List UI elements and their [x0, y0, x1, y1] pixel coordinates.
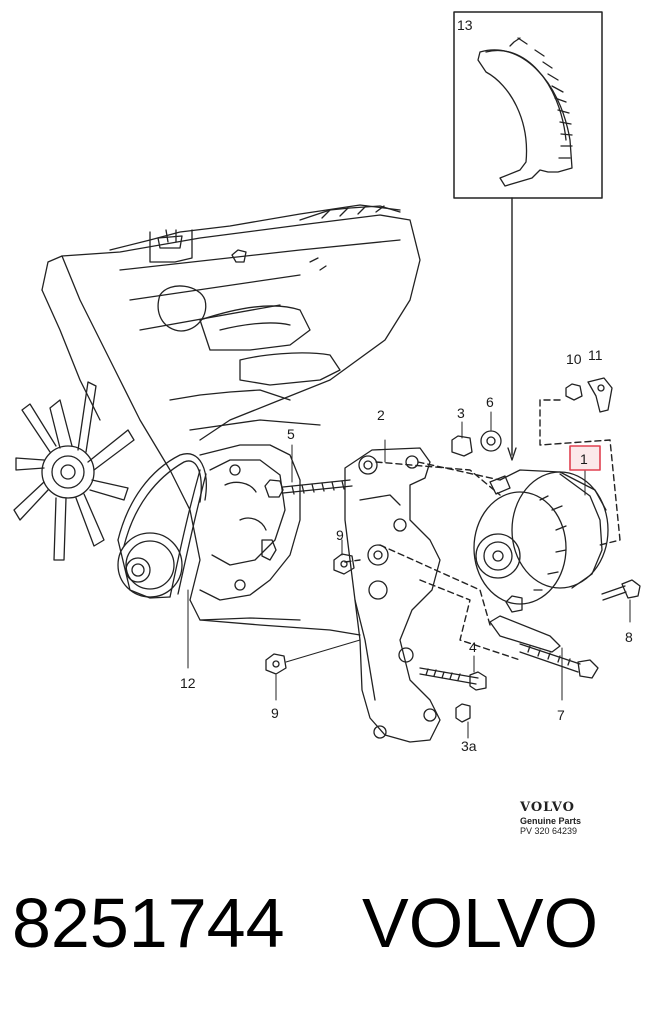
callout-9-lower: 9 [271, 705, 279, 721]
bolt-8 [601, 579, 641, 623]
nut-9-lower [265, 639, 361, 701]
assembly-lines [344, 399, 621, 661]
pv-number: PV 320 64239 [520, 826, 578, 836]
highlight-box [569, 445, 601, 471]
exploded-parts-diagram: 1 2 3 3a 4 5 6 7 8 9 9 10 11 12 13 [13, 11, 641, 754]
callout-5: 5 [287, 426, 295, 442]
volvo-logo-text: VOLVO [520, 800, 575, 815]
nut-6 [480, 411, 502, 452]
nut-9-upper [333, 539, 355, 575]
spacer-3 [451, 421, 473, 457]
callout-1: 1 [580, 451, 588, 467]
volvo-genuine-parts-stamp: VOLVO Genuine Parts PV 320 64239 [520, 800, 640, 836]
callout-10: 10 [566, 351, 582, 367]
tension-arm-7 [489, 615, 599, 701]
caption-footer: 8251744 VOLVO [0, 870, 657, 1000]
nut-10 [565, 383, 583, 401]
manufacturer-name: VOLVO [362, 884, 599, 962]
callout-6: 6 [486, 394, 494, 410]
bolt-4 [419, 655, 487, 691]
callout-4: 4 [469, 639, 477, 655]
callout-7: 7 [557, 707, 565, 723]
cooling-fan [13, 381, 135, 561]
callout-3: 3 [457, 405, 465, 421]
callout-13: 13 [457, 17, 473, 33]
callout-12: 12 [180, 675, 196, 691]
callout-8: 8 [625, 629, 633, 645]
callout-labels: 1 2 3 3a 4 5 6 7 8 9 9 10 11 12 13 [180, 17, 633, 754]
callout-9-upper: 9 [336, 527, 344, 543]
mounting-bracket-2 [344, 439, 441, 743]
belt-guard-inset [453, 11, 603, 461]
bolt-5 [264, 444, 353, 498]
callout-11: 11 [588, 347, 603, 363]
alternator-1 [473, 469, 609, 613]
part-number: 8251744 [12, 884, 285, 962]
genuine-parts-text: Genuine Parts [520, 816, 582, 826]
crank-pulley-and-belt [117, 453, 207, 669]
engine-block [41, 204, 421, 636]
callout-3a: 3a [461, 738, 477, 754]
callout-2: 2 [377, 407, 385, 423]
clip-11 [587, 377, 613, 413]
spacer-3a [455, 703, 471, 739]
